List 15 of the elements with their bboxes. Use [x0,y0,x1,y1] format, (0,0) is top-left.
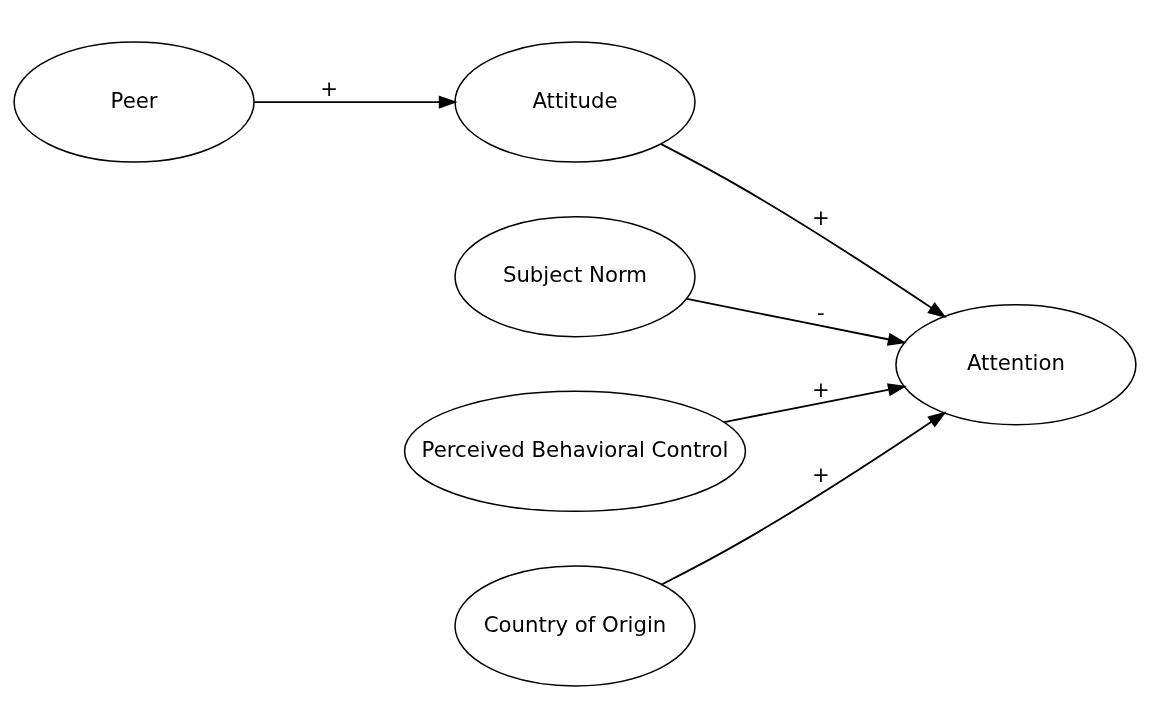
node-ellipse: Peer [13,40,255,163]
node-ellipse: Country of Origin [454,564,696,687]
edge-label: + [811,376,830,402]
edge-label: + [811,461,830,487]
arrow [253,94,458,109]
node-ellipse: Subject Norm [454,215,696,337]
arrow [660,411,947,585]
arrow [686,297,907,346]
edge-label: - [816,299,825,325]
edge-label: + [811,204,830,230]
node-ellipse: Perceived Behavioral Control [403,390,747,512]
arrow [660,142,947,318]
node-ellipse: Attitude [454,40,696,163]
edge-label: + [320,75,339,101]
arrow [723,382,907,423]
